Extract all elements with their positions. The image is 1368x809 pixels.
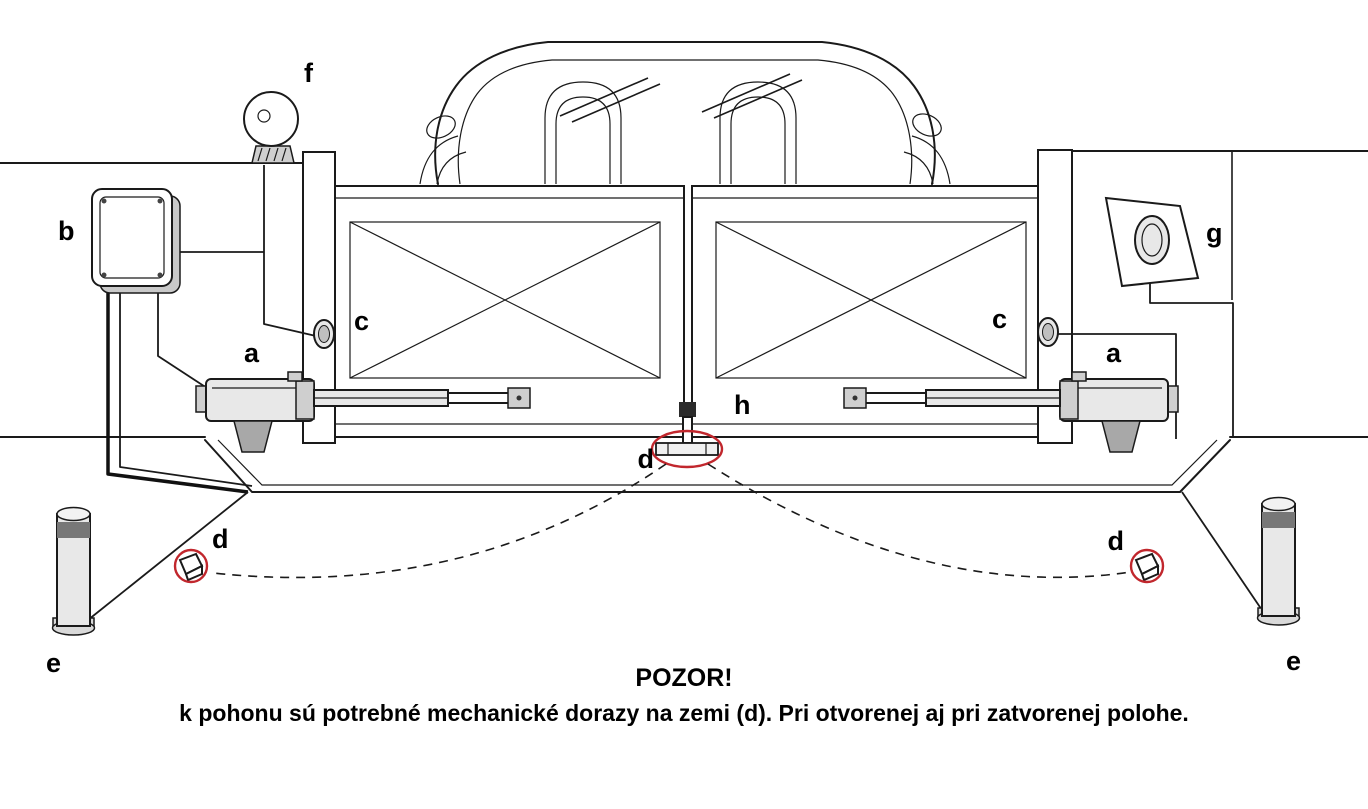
- car-left-fender-line: [419, 135, 459, 185]
- lamp-wire: [263, 165, 317, 337]
- ground-stop-right-wedge-side: [1140, 564, 1159, 582]
- controlbox-second-cable: [119, 286, 253, 487]
- bollard-left-lens-band: [57, 522, 90, 538]
- warning-text: k pohonu sú potrebné mechanické dorazy n…: [179, 700, 1189, 726]
- lamp-bulb: [257, 109, 271, 123]
- label-lamp-f: f: [304, 58, 314, 88]
- bollard-right-cap: [1261, 496, 1296, 512]
- warning-title: POZOR!: [635, 664, 732, 692]
- car-left-wiper-lines: [559, 77, 661, 123]
- drop-rod-guide: [679, 402, 696, 417]
- gate-left-panel: [349, 221, 661, 379]
- label-stop-d-left: d: [212, 524, 229, 554]
- car-right-wiper-lines: [701, 73, 803, 119]
- key-switch: [1104, 196, 1200, 288]
- photocell-right-lens: [1042, 323, 1054, 341]
- key-switch-body: [1134, 215, 1170, 265]
- bollard-right-lens-band: [1262, 512, 1295, 528]
- car-left-mirror: [426, 115, 456, 139]
- operator-right-end-cap: [1059, 380, 1079, 420]
- control-box: [91, 188, 181, 294]
- ground-stop-right: [1129, 548, 1165, 584]
- label-bollard-e-left: e: [46, 648, 61, 678]
- car-right-mirror: [912, 113, 942, 137]
- car: [419, 41, 951, 185]
- label-operator-a-left: a: [244, 338, 260, 368]
- car-left-headrest: [555, 96, 611, 184]
- operator-right-foot-bracket: [1101, 420, 1141, 453]
- ground-stop-left: [173, 548, 209, 584]
- ground-stop-left-highlight-circle: [173, 548, 209, 584]
- operator-left-foot-bracket: [233, 420, 273, 453]
- lamp-base: [251, 145, 295, 164]
- controlbox-main-cable: [106, 286, 249, 494]
- gate-operator-right: [843, 371, 1179, 453]
- controlbox-operator-wire: [157, 286, 211, 391]
- label-stop-d-right: d: [1108, 526, 1125, 556]
- control-box-screw-3: [101, 272, 107, 278]
- car-right-hood-line: [903, 151, 934, 185]
- gate-operator-left: [195, 371, 531, 453]
- operator-left-bolt: [516, 395, 522, 401]
- operator-right-bolt: [852, 395, 858, 401]
- lamp-base-hatch: [257, 147, 287, 162]
- operator-left-release-knob: [287, 371, 303, 382]
- car-left-hood-line: [436, 151, 467, 185]
- right-bollard-wire: [1181, 491, 1267, 617]
- label-operator-a-right: a: [1106, 338, 1122, 368]
- center-latch-and-stop: [650, 402, 724, 469]
- operator-right-release-knob: [1071, 371, 1087, 382]
- label-stop-d-center: d: [638, 444, 655, 474]
- key-switch-face: [1141, 223, 1163, 257]
- ground-stop-left-wedge-side: [184, 564, 203, 582]
- control-box-screw-1: [101, 198, 107, 204]
- operator-left-rod: [447, 392, 511, 404]
- photocell-left: [313, 319, 335, 349]
- photocell-left-lens: [318, 325, 330, 343]
- ground-stop-right-highlight-circle: [1129, 548, 1165, 584]
- bollard-right: [1256, 496, 1301, 626]
- flashing-lamp: [243, 91, 299, 164]
- gate-right-brace-2: [715, 221, 1027, 379]
- car-body-outline: [434, 41, 936, 185]
- car-left-seat: [544, 81, 622, 184]
- control-box-screw-2: [157, 198, 163, 204]
- driveway-apron: [204, 439, 1231, 493]
- control-box-lid: [99, 196, 165, 279]
- lamp-dome: [243, 91, 299, 147]
- label-keyswitch-g: g: [1206, 218, 1223, 248]
- center-stop-highlight-circle: [650, 429, 724, 469]
- operator-right-rod: [863, 392, 927, 404]
- curb-outer-edge: [204, 439, 1231, 493]
- label-latch-h: h: [734, 390, 751, 420]
- control-box-front: [91, 188, 173, 287]
- swing-path-right: [707, 463, 1132, 579]
- label-photocell-c-right: c: [992, 304, 1007, 334]
- bollard-left-cap: [56, 506, 91, 522]
- swing-path-left: [212, 463, 667, 579]
- label-controlbox-b: b: [58, 216, 75, 246]
- operator-left-end-cap: [295, 380, 315, 420]
- label-bollard-e-right: e: [1286, 646, 1301, 676]
- curb-inner-edge: [217, 439, 1218, 486]
- car-right-headrest: [730, 96, 786, 184]
- car-right-fender-line: [911, 135, 951, 185]
- label-photocell-c-left: c: [354, 306, 369, 336]
- center-ground-stop: [655, 442, 719, 456]
- control-box-screw-4: [157, 272, 163, 278]
- car-windshield-frame: [457, 59, 913, 185]
- photocell-right: [1037, 317, 1059, 347]
- gate-left-brace-2: [349, 221, 661, 379]
- bollard-left: [51, 506, 96, 636]
- gate-right-panel: [715, 221, 1027, 379]
- left-bollard-wire: [87, 491, 249, 621]
